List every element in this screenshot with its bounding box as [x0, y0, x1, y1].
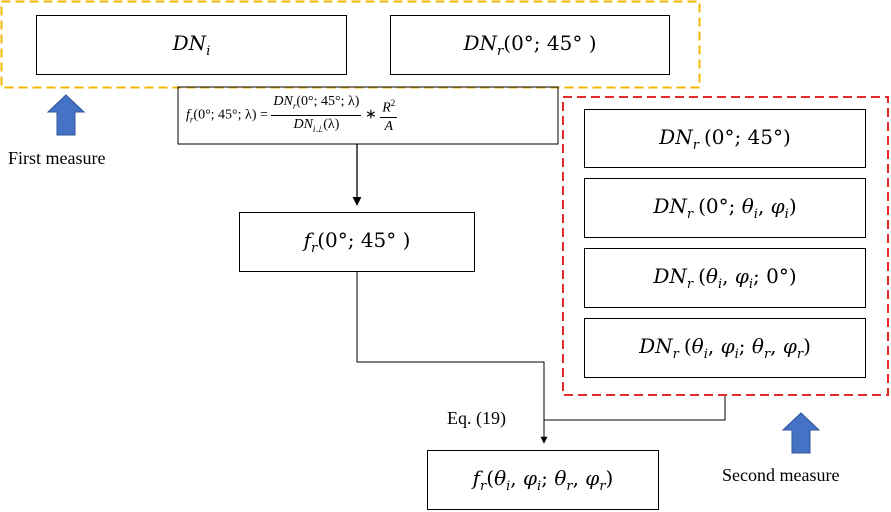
dn-i-box: DNi	[36, 15, 347, 75]
second-measure-group-frame	[562, 96, 889, 396]
dn-r-theta-i-phi-i-theta-r-phi-r-label: DNr(θi, φi; θr, φr)	[639, 334, 811, 362]
f-r-final-label: fr(θi, φi; θr, φr)	[472, 466, 614, 494]
dn-r-0-45-top-box: DNr(0°; 45° )	[390, 15, 670, 75]
equation-reference-label: Eq. (19)	[447, 408, 506, 428]
second-measure-label: Second measure	[722, 465, 840, 485]
dn-r-0-45-box: DNr(0°; 45°)	[584, 109, 866, 168]
dn-r-0-theta-i-phi-i-box: DNr(0°; θi, φi)	[584, 178, 866, 238]
dn-r-theta-i-phi-i-theta-r-phi-r-box: DNr(θi, φi; θr, φr)	[584, 318, 866, 378]
dn-i-label: DNi	[172, 31, 211, 59]
f-r-0-45-box: fr(0°; 45° )	[239, 212, 475, 272]
formula-main-fraction: DNr(0°; 45°; λ) DNi⊥(λ)	[271, 94, 362, 134]
dn-r-0-theta-i-phi-i-label: DNr(0°; θi, φi)	[653, 194, 797, 222]
dn-r-0-45-label: DNr(0°; 45°)	[659, 124, 791, 153]
first-measure-label: First measure	[8, 148, 106, 168]
arrow-to-f-r-final	[356, 272, 548, 444]
formula-connector-frame	[177, 86, 559, 145]
up-arrow-icon	[46, 94, 86, 136]
normalization-formula: fr(0°; 45°; λ) = DNr(0°; 45°; λ) DNi⊥(λ)…	[186, 93, 398, 138]
up-arrow-icon	[781, 412, 821, 454]
dn-r-0-45-top-label: DNr(0°; 45° )	[463, 31, 597, 59]
f-r-0-45-label: fr(0°; 45° )	[303, 228, 411, 256]
line-from-second-measure	[544, 396, 726, 421]
f-r-final-box: fr(θi, φi; θr, φr)	[427, 450, 659, 510]
dn-r-theta-i-phi-i-0-box: DNr(θi, φi; 0°)	[584, 248, 866, 308]
formula-r-fraction: R2 A	[380, 95, 398, 135]
dn-r-theta-i-phi-i-0-label: DNr(θi, φi; 0°)	[653, 264, 797, 292]
